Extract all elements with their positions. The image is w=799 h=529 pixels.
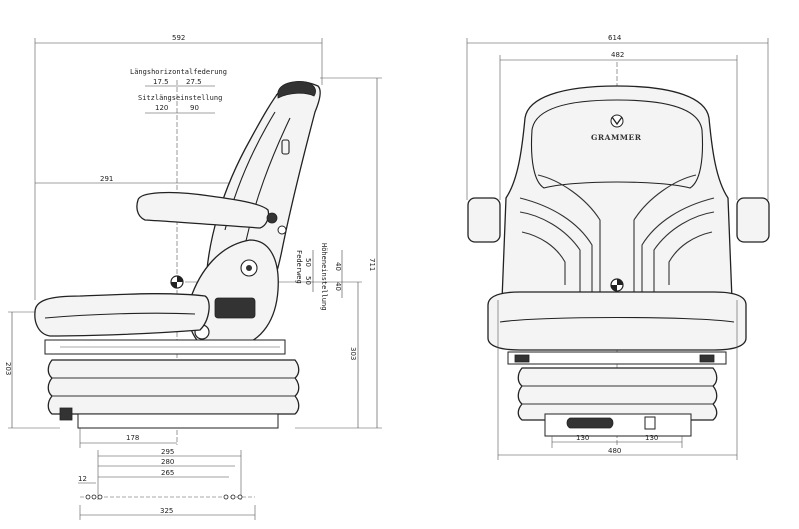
brand-label: GRAMMER — [591, 133, 642, 142]
front-view: 614 482 GRAMMER — [466, 34, 770, 460]
dim-482: 482 — [611, 51, 624, 59]
label-height-adjustment: Höheneinstellung — [320, 243, 328, 310]
dim-303: 303 — [349, 347, 357, 360]
dim-height-40a: 40 — [334, 262, 342, 271]
dim-17-5: 17.5 — [153, 78, 169, 86]
rail-dimensions: 295 280 265 12 325 — [78, 448, 256, 520]
seat-side-illustration — [34, 81, 321, 429]
dim-203: 203 — [4, 362, 12, 375]
dim-27-5: 27.5 — [186, 78, 202, 86]
dim-711: 711 — [368, 258, 376, 271]
dim-325: 325 — [160, 507, 173, 515]
label-fore-aft-adjustment: Sitzlängseinstellung — [138, 94, 222, 102]
side-view: 592 Längshorizontalfederung 17.5 27.5 Si… — [4, 34, 382, 520]
dim-travel-50a: 50 — [304, 258, 312, 267]
grammer-logo-icon — [610, 114, 624, 128]
dim-480: 480 — [608, 447, 621, 455]
dim-280: 280 — [161, 458, 174, 466]
label-horizontal-suspension: Längshorizontalfederung — [130, 68, 227, 76]
dim-height-40b: 40 — [334, 282, 342, 291]
dim-291: 291 — [100, 175, 113, 183]
dim-592: 592 — [172, 34, 185, 42]
label-suspension-travel: Federweg — [295, 250, 303, 284]
seat-front-illustration: GRAMMER — [467, 85, 770, 437]
dim-90: 90 — [190, 104, 199, 112]
dim-12: 12 — [78, 475, 87, 483]
dim-travel-50b: 50 — [304, 276, 312, 285]
dim-178: 178 — [126, 434, 139, 442]
dim-130-left: 130 — [576, 434, 589, 442]
dim-overall-height: 711 — [295, 77, 382, 429]
dim-614: 614 — [608, 34, 622, 42]
dim-120: 120 — [155, 104, 168, 112]
dim-295: 295 — [161, 448, 174, 456]
dim-overall-width-side: 592 — [34, 34, 323, 300]
dim-265: 265 — [161, 469, 174, 477]
dim-130-right: 130 — [645, 434, 658, 442]
